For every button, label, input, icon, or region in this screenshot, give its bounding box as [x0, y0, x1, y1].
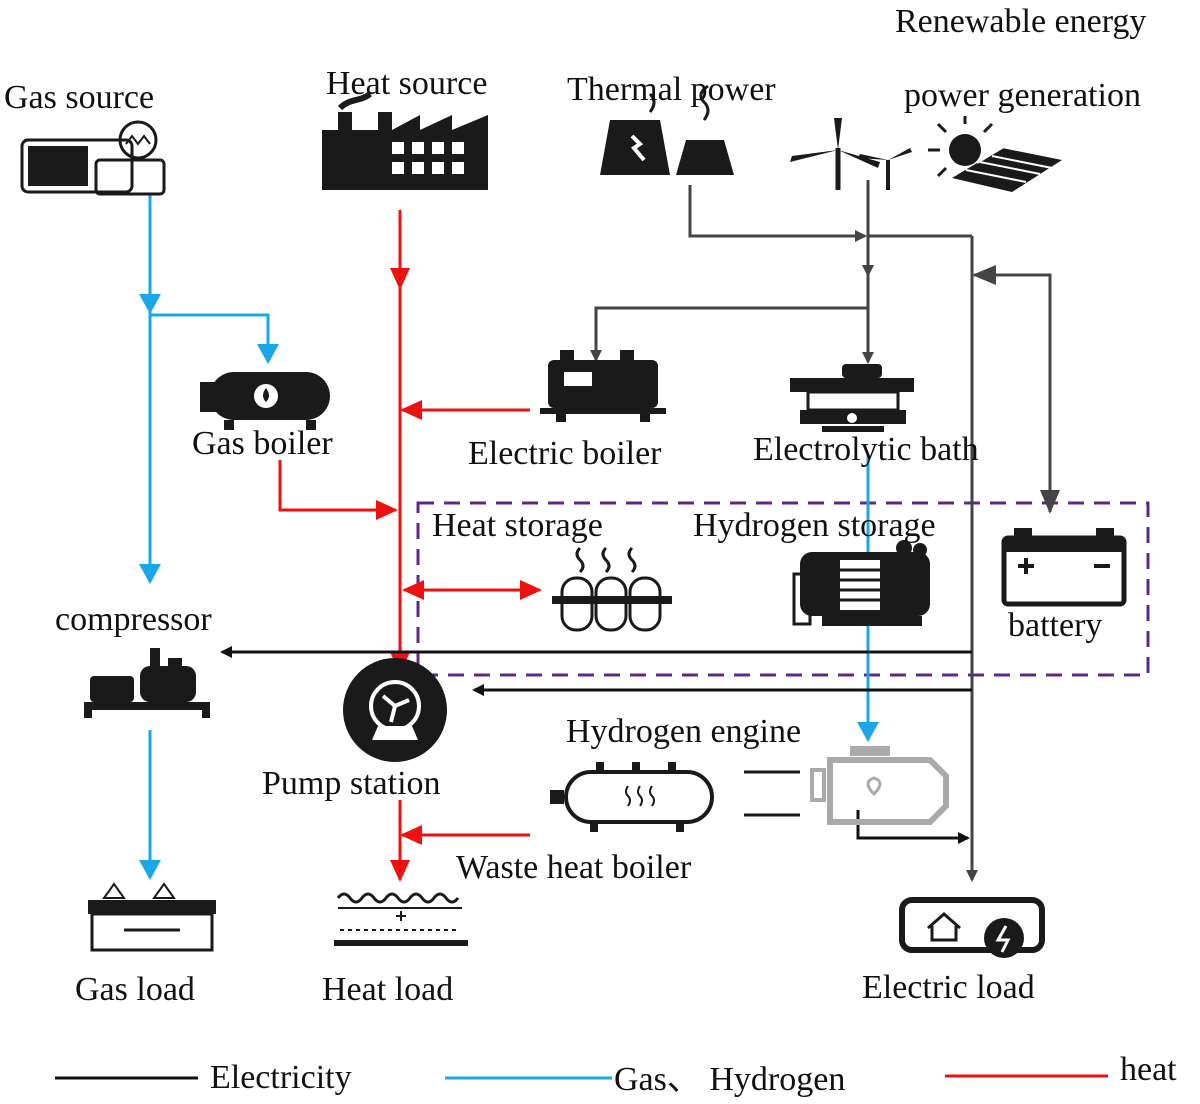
power-plant-icon [600, 84, 734, 175]
gas-tank-icon [20, 120, 166, 196]
label-renewable-line2: power generation [904, 77, 1141, 114]
heat-storage-icon [552, 546, 672, 632]
label-heat-storage: Heat storage [432, 507, 603, 544]
label-gas-load: Gas load [75, 971, 195, 1008]
label-electric-load: Electric load [862, 969, 1035, 1006]
gas-line-to-gas-boiler [150, 313, 279, 364]
electrolytic-bath-icon [790, 364, 914, 432]
elec-line-to-electric-boiler [590, 306, 868, 362]
label-heat-source: Heat source [326, 65, 487, 102]
wind-turbine-icon [790, 118, 912, 190]
label-battery: battery [1008, 607, 1102, 644]
battery-icon [1001, 528, 1127, 607]
elec-line-thermal [688, 185, 867, 242]
solar-panel-icon [928, 116, 1062, 192]
label-gas-boiler: Gas boiler [192, 425, 333, 462]
waste-heat-boiler-icon [550, 762, 714, 832]
label-heat-load: Heat load [322, 971, 453, 1008]
legend: Electricity Gas、 Hydrogen heat [55, 1051, 1177, 1098]
label-hydrogen-engine: Hydrogen engine [566, 713, 801, 750]
label-renewable-line1: Renewable energy [895, 3, 1146, 40]
label-waste-heat-boiler: Waste heat boiler [456, 849, 692, 886]
gas-stove-icon [88, 882, 216, 952]
label-pump-station: Pump station [262, 765, 441, 802]
heat-flow-lines [278, 210, 542, 882]
factory-icon [322, 91, 488, 190]
pump-station-icon [343, 658, 447, 762]
hydrogen-storage-icon [792, 540, 930, 626]
label-electric-boiler: Electric boiler [468, 435, 662, 472]
hydrogen-engine-icon [744, 746, 949, 825]
label-electrolytic-bath: Electrolytic bath [753, 431, 979, 468]
elec-line-battery [972, 265, 1060, 514]
electric-load-icon [899, 897, 1045, 958]
gas-boiler-icon [200, 372, 330, 430]
label-gas-source: Gas source [4, 79, 154, 116]
legend-heat-label: heat [1120, 1051, 1177, 1088]
label-compressor: compressor [55, 601, 212, 638]
electricity-flow-lines [220, 180, 1060, 882]
legend-gas-hydrogen-label: Gas、 Hydrogen [614, 1061, 845, 1098]
heat-line-gas-boiler [278, 460, 398, 520]
electric-boiler-icon [540, 350, 666, 422]
legend-electricity-label: Electricity [210, 1059, 352, 1096]
label-thermal-power: Thermal power [567, 71, 776, 108]
label-hydrogen-storage: Hydrogen storage [693, 507, 936, 544]
radiant-heating-icon [334, 892, 468, 946]
compressor-icon [84, 648, 210, 718]
